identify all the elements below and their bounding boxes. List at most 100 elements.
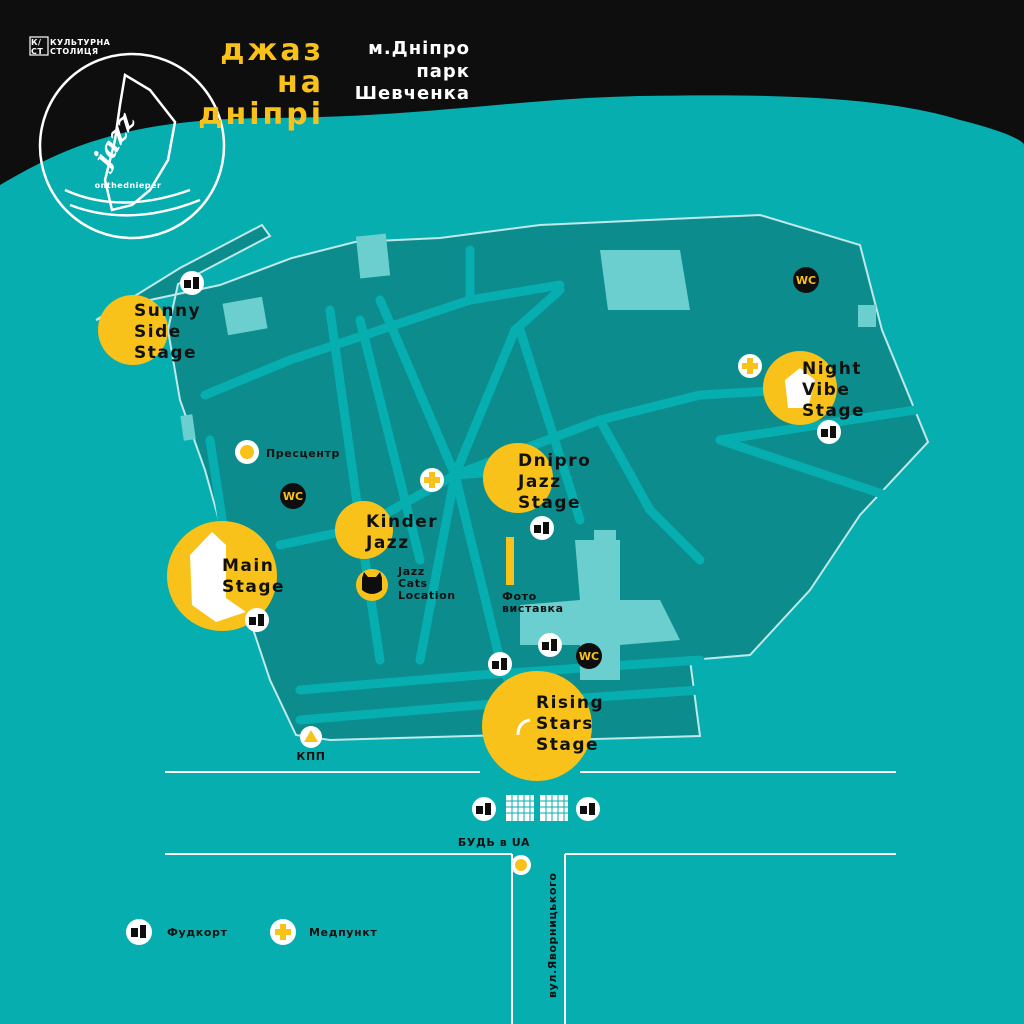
food-court-icon[interactable] (576, 797, 600, 821)
stage-label: Dnipro (518, 451, 591, 471)
stage-night-vibe[interactable]: Night Vibe Stage (763, 351, 865, 425)
press-center-dot (240, 445, 254, 459)
roads (165, 771, 896, 1024)
photo-exhibition[interactable]: Фото виставка (502, 537, 564, 615)
food-icon-bg (245, 608, 269, 632)
cup-icon (589, 803, 595, 815)
food-icon (126, 919, 152, 945)
stage-marker (335, 501, 393, 559)
stage-main[interactable]: Main Stage (167, 521, 285, 631)
wc-marker[interactable]: WC (280, 483, 306, 509)
photo-label: виставка (502, 602, 564, 615)
budy-dot (515, 859, 527, 871)
food-court-icon[interactable] (488, 652, 512, 676)
legend-medic-label: Медпункт (309, 926, 377, 939)
stage-label: Jazz (517, 472, 562, 492)
triangle-icon (304, 730, 318, 742)
wc-marker[interactable]: WC (793, 267, 819, 293)
food-court-icon[interactable] (180, 271, 204, 295)
wc-icon (576, 643, 602, 669)
food-icon-bg (180, 271, 204, 295)
wc-icon (280, 483, 306, 509)
legend-food: Фудкорт (126, 919, 227, 945)
wave-icon (64, 188, 201, 217)
title-line3: дніпрі (198, 97, 324, 132)
stall-block (540, 795, 568, 821)
photo-label: Фото (502, 590, 537, 603)
cup-icon (258, 614, 264, 626)
stage-marker (483, 443, 553, 513)
stage-label: Jazz (365, 533, 410, 553)
stage-label: Side (134, 322, 182, 342)
budy-label: БУДЬ в UA (458, 836, 530, 849)
sail-icon (103, 72, 177, 212)
stage-marker (482, 671, 592, 781)
budy-ua-point[interactable]: БУДЬ в UA (458, 836, 531, 875)
title-line2: на (277, 65, 324, 100)
stage-marker (98, 295, 168, 365)
medic-point[interactable] (420, 468, 444, 492)
cup-icon (485, 803, 491, 815)
stage-shape-icon (190, 532, 246, 622)
wc-label: WC (283, 490, 303, 503)
jazz-cats-label: Cats (398, 577, 428, 590)
stage-shape-icon (516, 718, 531, 736)
stage-label: Sunny (134, 301, 201, 321)
stage-sunny-side[interactable]: Sunny Side Stage (98, 295, 201, 365)
photo-exhibition-marker (506, 537, 514, 585)
burger-icon (249, 617, 256, 625)
stage-shape-icon (785, 368, 815, 408)
wc-icon (793, 267, 819, 293)
brand-box-bottom: СТ (31, 47, 43, 56)
location-line2: парк (416, 61, 470, 82)
cup-icon (543, 522, 549, 534)
press-center-label: Пресцентр (266, 447, 340, 460)
stage-label: Kinder (366, 512, 438, 532)
stage-dnipro-jazz[interactable]: Dnipro Jazz Stage (483, 443, 591, 513)
stage-label: Night (802, 359, 862, 379)
food-icon-bg (488, 652, 512, 676)
stage-kinder-jazz[interactable]: Kinder Jazz (335, 501, 438, 559)
stage-rising-stars[interactable]: Rising Stars Stage (482, 671, 604, 781)
food-court-icon[interactable] (817, 420, 841, 444)
checkpoint[interactable]: КПП (296, 726, 325, 763)
food-icon-bg (472, 797, 496, 821)
stage-label: Main (222, 556, 274, 576)
location-line1: м.Дніпро (368, 38, 470, 59)
checkpoint-label: КПП (296, 750, 325, 763)
cup-icon (830, 426, 836, 438)
brand-box-top: К/ (31, 38, 41, 47)
location-line3: Шевченка (355, 83, 470, 104)
brand-box (29, 36, 49, 56)
street-label: вул.Яворницького (546, 872, 559, 998)
logo-circle (38, 52, 226, 240)
press-center[interactable]: Пресцентр (235, 440, 340, 464)
food-court-icon[interactable] (530, 516, 554, 540)
stage-label: Stage (802, 401, 865, 421)
jazz-cats-label: Jazz (397, 565, 425, 578)
jazz-cats-label: Location (398, 589, 456, 602)
cup-icon (551, 639, 557, 651)
burger-icon (476, 806, 483, 814)
title-line1: джаз (220, 33, 324, 68)
jazz-cats-location[interactable]: Jazz Cats Location (356, 565, 456, 602)
brand: К/ СТ КУЛЬТУРНА СТОЛИЦЯ (29, 36, 110, 56)
food-court-icon[interactable] (245, 608, 269, 632)
stage-label: Stage (536, 735, 599, 755)
medic-point[interactable] (738, 354, 762, 378)
legend-medic: Медпункт (270, 919, 377, 945)
burger-icon (821, 429, 828, 437)
stage-label: Stage (134, 343, 197, 363)
logo-sub: onthednieper (95, 181, 162, 190)
food-court-icon[interactable] (538, 633, 562, 657)
burger-icon (580, 806, 587, 814)
food-icons (180, 271, 841, 821)
burger-icon (534, 525, 541, 533)
wc-marker[interactable]: WC (576, 643, 602, 669)
food-court-icon[interactable] (472, 797, 496, 821)
legend-food-label: Фудкорт (167, 926, 227, 939)
wc-label: WC (579, 650, 599, 663)
stage-label: Stars (536, 714, 594, 734)
